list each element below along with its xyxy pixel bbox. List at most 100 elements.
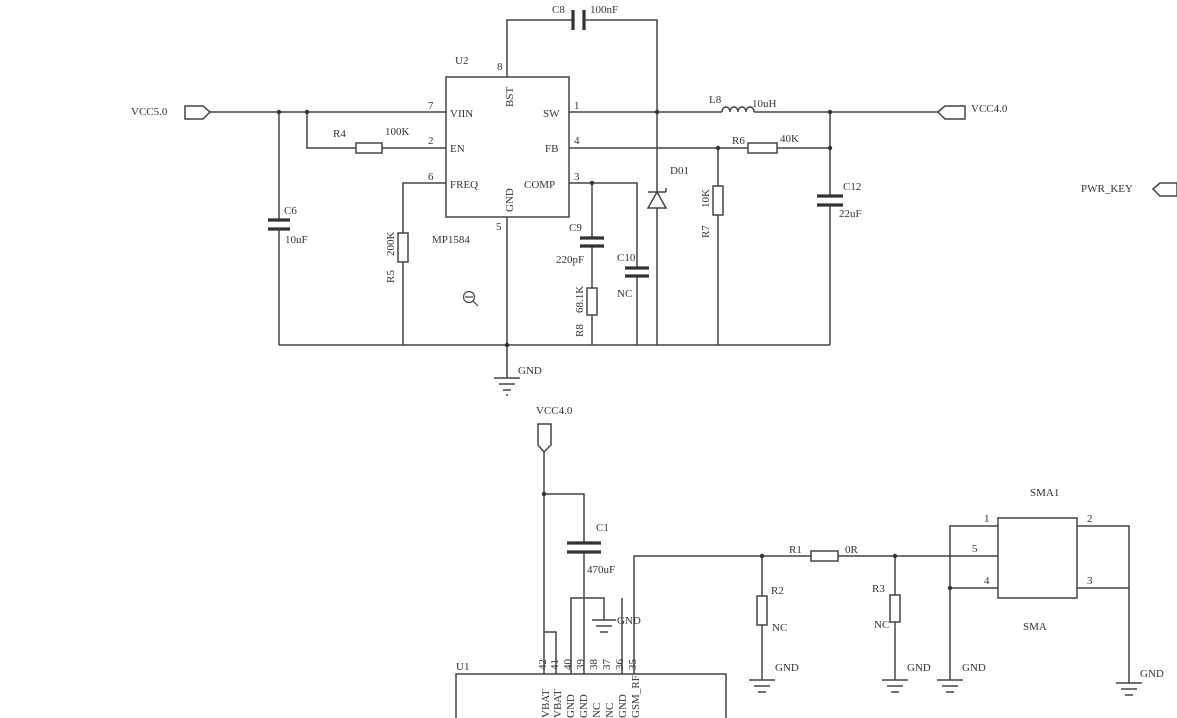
u1-pin-name: GND (578, 694, 590, 718)
pwr-key-port-flag[interactable] (1151, 182, 1177, 197)
r1-resistor[interactable] (810, 550, 839, 562)
gsm-rf-wire (633, 555, 811, 674)
junction-dot (827, 109, 833, 115)
sma-pin2-wire (1077, 525, 1130, 683)
u2-pin-number-sw: 1 (574, 100, 580, 112)
r3-ref: R3 (872, 583, 885, 595)
ground-symbol (1116, 682, 1142, 696)
u2-pin-number-bst: 8 (497, 61, 503, 73)
r4-resistor[interactable] (355, 142, 383, 154)
r6-value: 40K (780, 133, 799, 145)
junction-dot (715, 145, 721, 151)
d01-ref: D01 (670, 165, 689, 177)
u1-pin-number: 39 (575, 659, 587, 671)
sma1-connector-body[interactable] (997, 517, 1078, 599)
c1-capacitor[interactable] (567, 541, 601, 554)
l8-inductor[interactable] (721, 106, 755, 113)
c9-value: 220pF (556, 254, 584, 266)
r4-value: 100K (385, 126, 410, 138)
r5-ref: R5 (385, 270, 397, 283)
junction-dot (304, 109, 310, 115)
gnd-label: GND (1140, 668, 1164, 680)
ground-symbol (882, 679, 908, 693)
c6-ref: C6 (284, 205, 297, 217)
d01-diode[interactable] (646, 190, 668, 209)
r1-ref: R1 (789, 544, 802, 556)
r2-resistor[interactable] (756, 595, 768, 626)
u1-pin-number: 36 (614, 659, 626, 671)
c8-capacitor[interactable] (571, 10, 586, 30)
u1-pin-number: 42 (537, 659, 549, 670)
c12-capacitor[interactable] (817, 194, 843, 207)
u1-pin-name: VBAT (540, 689, 552, 718)
bst-wire (506, 19, 573, 77)
c1-top-wire (544, 493, 585, 543)
c1-value: 470uF (587, 564, 615, 576)
d01-cathode-bar (648, 188, 667, 193)
gnd-label: GND (775, 662, 799, 674)
sma1-part: SMA (1023, 621, 1047, 633)
r5-value: 200K (385, 232, 397, 257)
buck-converter-section: U2 MP1584 VIIN EN FREQ SW FB COMP BST GN… (131, 4, 1177, 396)
r8-value: 68.1K (574, 286, 586, 313)
gnd-cap-label: GND (617, 615, 641, 627)
r2-value: NC (772, 622, 787, 634)
r7-resistor[interactable] (712, 185, 724, 216)
l8-value: 10uH (752, 98, 777, 110)
u2-pin-comp-name: COMP (524, 179, 555, 191)
sma1-ref: SMA1 (1030, 487, 1059, 499)
u2-pin-freq-name: FREQ (450, 179, 478, 191)
r6-resistor[interactable] (747, 142, 778, 154)
vcc5-port-label: VCC5.0 (131, 106, 168, 118)
junction-dot (589, 180, 595, 186)
vbat-pins-wire (543, 631, 557, 674)
u1-pin-number: 38 (588, 659, 600, 671)
u1-module-body[interactable] (455, 673, 727, 718)
r4-ref: R4 (333, 128, 346, 140)
r8-ref: R8 (574, 324, 586, 337)
u2-ic-body[interactable] (445, 76, 570, 218)
u1-pin-number: 35 (627, 659, 639, 671)
junction-dot (541, 491, 547, 497)
junction-dot (892, 553, 898, 559)
c10-capacitor[interactable] (625, 266, 649, 278)
junction-dot (947, 585, 953, 591)
c6-capacitor[interactable] (268, 218, 290, 231)
sma1-pin-number: 5 (972, 543, 978, 555)
u1-pin-name: NC (604, 703, 616, 718)
u2-pin-number-vin: 7 (428, 100, 434, 112)
u1-pin-name: VBAT (552, 689, 564, 718)
r8-resistor[interactable] (586, 287, 598, 316)
gnd-label: GND (962, 662, 986, 674)
u1-pin-name: GND (565, 694, 577, 718)
u1-pin-name: NC (591, 703, 603, 718)
ground-symbol (937, 679, 963, 693)
zoom-out-icon[interactable] (462, 290, 479, 307)
vcc5-port-flag[interactable] (184, 105, 212, 120)
c9-ref: C9 (569, 222, 582, 234)
r1-value: 0R (845, 544, 859, 556)
vcc4-output-port-flag[interactable] (936, 105, 966, 120)
r6-ref: R6 (732, 135, 745, 147)
c8-value: 100nF (590, 4, 618, 16)
c10-ref: C10 (617, 252, 636, 264)
c8-ref: C8 (552, 4, 565, 16)
r5-resistor[interactable] (397, 232, 409, 263)
r5-top-wire (402, 182, 446, 233)
c12-value: 22uF (839, 208, 862, 220)
junction-dot (759, 553, 765, 559)
c9-capacitor[interactable] (580, 236, 604, 248)
junction-dot (654, 109, 660, 115)
r4-left-wire (306, 112, 356, 149)
vcc4-port-flag[interactable] (537, 423, 552, 454)
vcc4-output-port-label: VCC4.0 (971, 103, 1008, 115)
ground-symbol (749, 679, 775, 693)
r3-resistor[interactable] (889, 594, 901, 623)
sma-pin1-wire (949, 525, 998, 680)
c8-right-wire (584, 19, 658, 192)
gsm-rf-section: VCC4.0 C1 470uF GND U1 42 (455, 405, 1164, 718)
gnd-label: GND (907, 662, 931, 674)
u1-pin-number: 41 (549, 659, 561, 670)
sma1-pin-number: 4 (984, 575, 990, 587)
